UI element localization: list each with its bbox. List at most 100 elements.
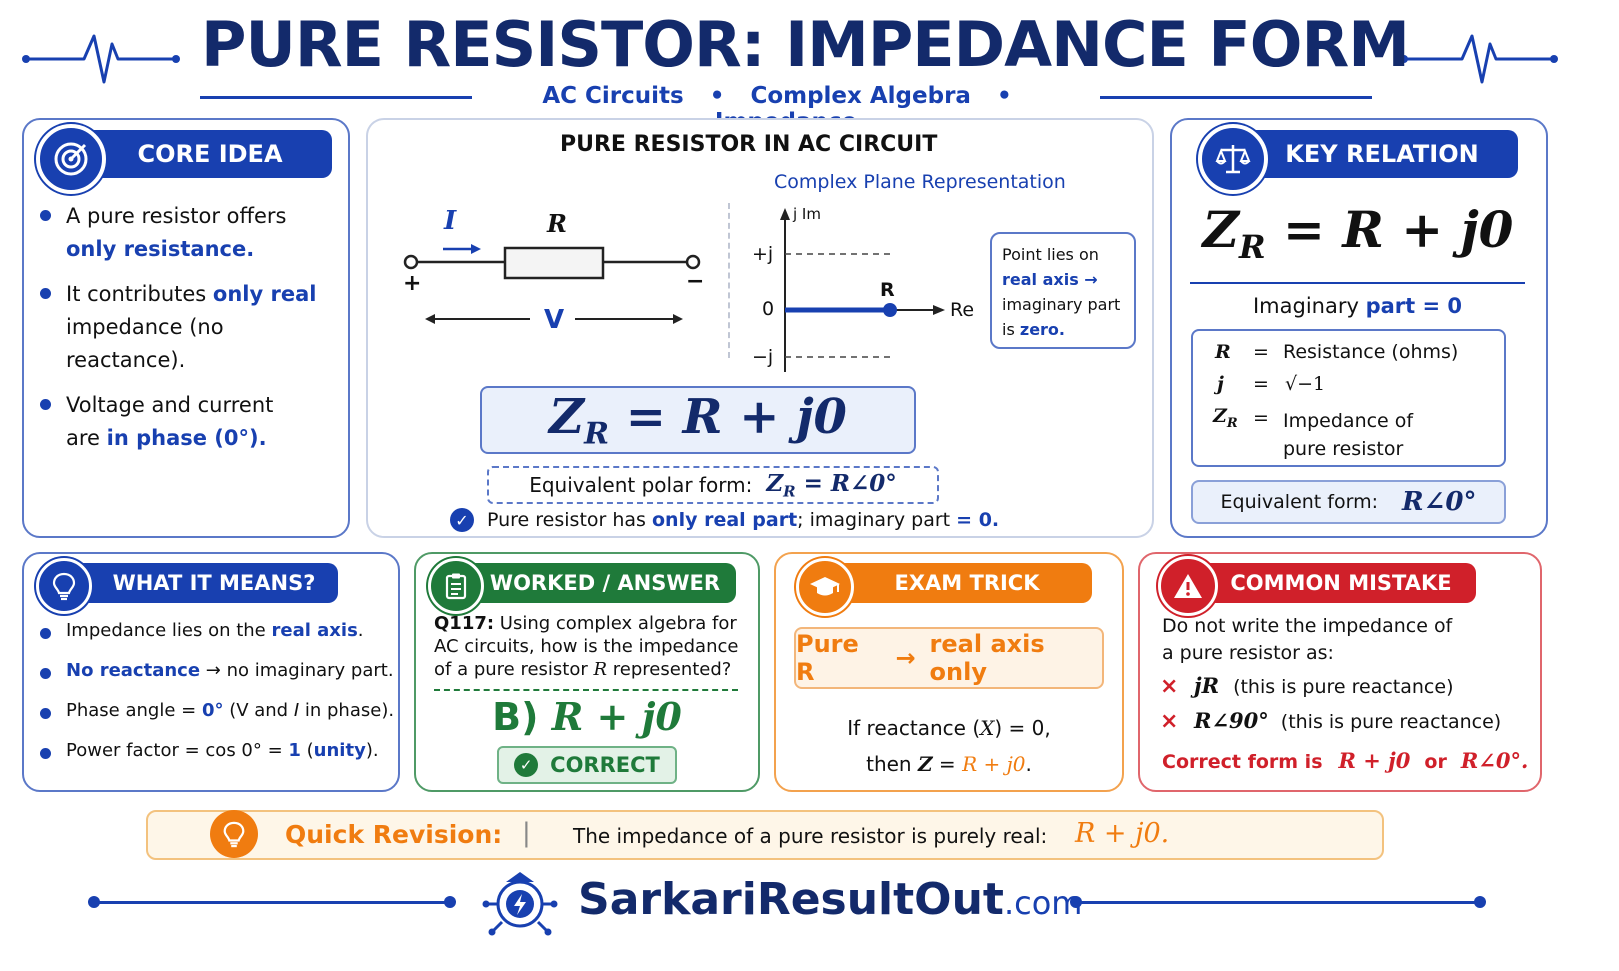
core-idea-title: CORE IDEA [137, 140, 283, 168]
formula-z: Z [549, 388, 585, 445]
def-equals: = [1253, 407, 1269, 429]
core-text: Voltage and current [66, 393, 274, 417]
correct-form-value: R + j0 [1338, 748, 1411, 773]
trick-line: = [932, 752, 963, 776]
check-text-part: ; imaginary part [797, 509, 957, 531]
what-it-means-header: WHAT IT MEANS? [70, 563, 338, 603]
key-divider [1190, 282, 1525, 284]
check-text-part: Pure resistor has [487, 509, 652, 531]
trick-text: real axis only [929, 630, 1045, 686]
def-value: Resistance (ohms) [1283, 341, 1459, 363]
means-text: ). [365, 740, 379, 761]
subtitle-ac-circuits: AC Circuits [542, 83, 684, 109]
means-text: → no imaginary part. [200, 660, 394, 681]
key-formula-sub: R [1239, 228, 1266, 266]
mistake-item-2: × R∠90° (this is pure reactance) [1160, 708, 1501, 734]
cross-icon: × [1160, 709, 1179, 734]
what-it-means-list: Impedance lies on the real axis. No reac… [40, 618, 395, 764]
core-idea-panel [22, 118, 350, 538]
polar-sub: R [783, 482, 796, 501]
def-equals: = [1253, 373, 1269, 395]
key-formula-z: Z [1202, 200, 1240, 259]
graduation-cap-icon [796, 558, 854, 616]
balance-scale-icon [1198, 124, 1268, 194]
formula-rest: = R + j0 [609, 388, 847, 445]
footer-line-left [94, 901, 450, 904]
def-equals: = [1253, 341, 1269, 363]
def-symbol-sub: R [1226, 415, 1238, 431]
current-label: I [444, 206, 457, 236]
footer-dot [1070, 896, 1082, 908]
question-number: Q117: [434, 613, 495, 634]
correct-form-line: Correct form is R + j0 or R∠0°. [1162, 748, 1528, 773]
imag-axis-label: j Im [793, 205, 821, 223]
plane-title: Complex Plane Representation [774, 171, 1066, 193]
check-text-part: only real part [652, 509, 798, 531]
worked-answer-header: WORKED / ANSWER [460, 563, 736, 603]
correct-form-value: R∠0°. [1460, 748, 1529, 773]
warning-icon [1158, 556, 1218, 616]
revision-separator: | [522, 818, 531, 848]
circuit-title: PURE RESISTOR IN AC CIRCUIT [560, 132, 938, 157]
voltage-label: V [544, 305, 565, 335]
brand-tld: .com [1003, 884, 1083, 922]
def-value: √−1 [1285, 373, 1326, 395]
resistor-label: R [547, 209, 567, 238]
means-text: ( [300, 740, 314, 761]
footer-dot [1474, 896, 1486, 908]
real-axis-label: Re [950, 299, 975, 321]
brand-logo-icon [482, 872, 558, 936]
heartbeat-right-icon [1400, 34, 1558, 84]
polar-label: Equivalent polar form: [529, 473, 753, 497]
list-item: Impedance lies on the real axis. [40, 618, 395, 644]
def-value: Impedance of [1283, 410, 1414, 432]
mistake-note: (this is pure reactance) [1280, 711, 1502, 733]
mistake-line: a pure resistor as: [1162, 642, 1334, 664]
subtitle-separator: • [709, 83, 725, 109]
worked-divider [434, 689, 738, 691]
means-text: (V and [223, 700, 294, 721]
note-line: real axis → [1002, 270, 1098, 289]
trick-text: Pure R [796, 630, 859, 686]
question-line: Using complex algebra for [494, 613, 737, 634]
plus-j-tick: +j [752, 243, 774, 265]
zero-tick: 0 [762, 298, 775, 320]
means-text: Power factor = cos 0° = [66, 740, 289, 761]
trick-line: ) = 0, [994, 716, 1051, 740]
lightbulb-icon [36, 558, 92, 614]
note-line: Point lies on [1002, 245, 1099, 264]
trick-value: R + j0 [962, 752, 1026, 776]
exam-trick-title: EXAM TRICK [894, 571, 1040, 595]
mistake-expression: R∠90° [1194, 708, 1269, 733]
def-symbol: j [1217, 373, 1224, 395]
note-line: zero. [1019, 320, 1065, 339]
mistake-intro: Do not write the impedance of a pure res… [1162, 613, 1452, 667]
main-formula-box: ZR = R + j0 [480, 386, 916, 454]
equivalent-form-box: Equivalent form: R∠0° [1191, 480, 1506, 524]
note-line: imaginary part [1002, 295, 1121, 314]
means-text: Impedance lies on the [66, 620, 272, 641]
mistake-note: (this is pure reactance) [1233, 676, 1454, 698]
plus-terminal-label: + [403, 271, 422, 296]
def-value: pure resistor [1283, 438, 1404, 460]
revision-lightbulb-icon [210, 810, 258, 858]
footer-dot [444, 896, 456, 908]
note-line: is [1002, 320, 1020, 339]
correct-label: CORRECT [550, 753, 660, 777]
subtitle-complex-algebra: Complex Algebra [750, 83, 971, 109]
question-line: AC circuits, how is the impedance [434, 636, 739, 657]
revision-text: The impedance of a pure resistor is pure… [573, 824, 1048, 848]
point-label: R [880, 279, 895, 301]
key-formula: ZR = R + j0 [1196, 200, 1520, 266]
list-item: No reactance → no imaginary part. [40, 658, 395, 684]
equiv-value: R∠0° [1402, 487, 1477, 517]
equiv-label: Equivalent form: [1220, 491, 1378, 513]
brand-name-text: SarkariResultOut [578, 874, 1004, 925]
page-title: PURE RESISTOR: IMPEDANCE FORM [201, 8, 1410, 81]
core-text: are [66, 426, 107, 450]
imag-text: Imaginary [1252, 294, 1366, 318]
common-mistake-header: COMMON MISTAKE [1194, 563, 1476, 603]
trick-symbol: Z [917, 752, 933, 776]
cross-icon: × [1160, 674, 1179, 699]
question-line: of a pure resistor [434, 659, 594, 680]
